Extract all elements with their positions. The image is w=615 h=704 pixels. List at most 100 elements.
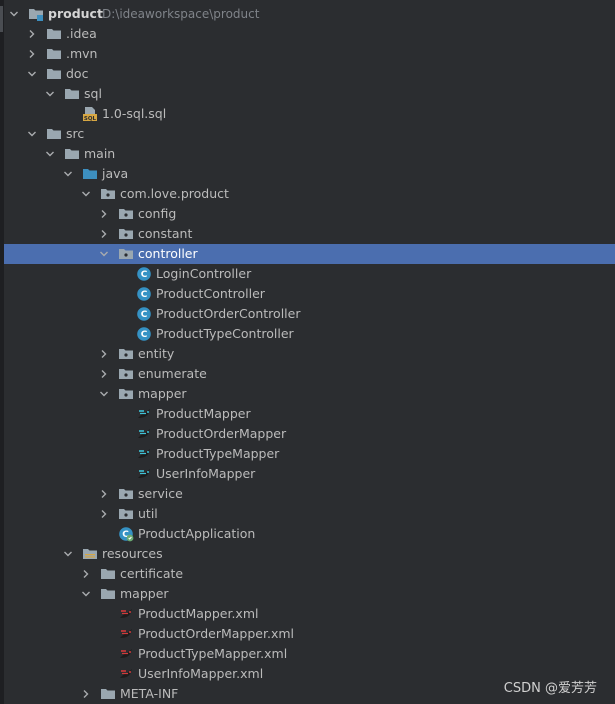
tree-row-userinfomapper[interactable]: UserInfoMapper — [4, 464, 615, 484]
tree-row-config[interactable]: config — [4, 204, 615, 224]
chevron-down-icon[interactable] — [44, 84, 56, 104]
folder-icon — [100, 564, 116, 584]
tree-item-label: META-INF — [120, 686, 179, 701]
folder-icon — [64, 144, 80, 164]
tree-item-label: UserInfoMapper.xml — [138, 666, 264, 681]
tree-row-java[interactable]: java — [4, 164, 615, 184]
tree-row-mvn[interactable]: .mvn — [4, 44, 615, 64]
mybatis-xml-icon — [118, 664, 134, 684]
chevron-right-icon[interactable] — [98, 484, 110, 504]
chevron-down-icon[interactable] — [80, 584, 92, 604]
sql-file-icon: SQL — [82, 104, 98, 124]
chevron-down-icon[interactable] — [26, 124, 38, 144]
tree-row-idea[interactable]: .idea — [4, 24, 615, 44]
tree-item-label: ProductController — [156, 286, 265, 301]
tree-row-com-love-product[interactable]: com.love.product — [4, 184, 615, 204]
tree-row-entity[interactable]: entity — [4, 344, 615, 364]
tree-item-label: mapper — [120, 586, 169, 601]
tree-item-label: ProductMapper — [156, 406, 251, 421]
chevron-down-icon[interactable] — [26, 64, 38, 84]
tree-row-sql[interactable]: sql — [4, 84, 615, 104]
tree-item-label: mapper — [138, 386, 187, 401]
resources-folder-icon — [82, 544, 98, 564]
tree-row-productordermapper-xml[interactable]: ProductOrderMapper.xml — [4, 624, 615, 644]
left-edge-bar — [0, 0, 4, 704]
tree-row-certificate[interactable]: certificate — [4, 564, 615, 584]
tree-item-label: config — [138, 206, 177, 221]
chevron-down-icon[interactable] — [8, 4, 20, 24]
tree-row-productmapper[interactable]: ProductMapper — [4, 404, 615, 424]
chevron-right-icon[interactable] — [98, 504, 110, 524]
chevron-down-icon[interactable] — [44, 144, 56, 164]
chevron-right-icon[interactable] — [80, 564, 92, 584]
tree-row-meta-inf[interactable]: META-INF — [4, 684, 615, 704]
package-icon — [118, 344, 134, 364]
java-class-icon: C — [136, 264, 152, 284]
chevron-right-icon[interactable] — [26, 44, 38, 64]
module-folder-icon — [28, 4, 44, 24]
mybatis-mapper-icon — [136, 444, 152, 464]
package-icon — [118, 244, 134, 264]
java-class-icon: C — [136, 324, 152, 344]
tree-row-doc[interactable]: doc — [4, 64, 615, 84]
svg-text:SQL: SQL — [84, 116, 97, 122]
tree-root-product[interactable]: product D:\ideaworkspace\product — [4, 4, 615, 24]
tree-item-label: 1.0-sql.sql — [102, 106, 167, 121]
chevron-right-icon[interactable] — [98, 344, 110, 364]
package-icon — [100, 184, 116, 204]
tree-item-label: main — [84, 146, 116, 161]
spring-boot-app-icon: C — [118, 524, 134, 544]
mybatis-mapper-icon — [136, 464, 152, 484]
tree-row-controller[interactable]: controller — [4, 244, 615, 264]
tree-row-userinfomapper-xml[interactable]: UserInfoMapper.xml — [4, 664, 615, 684]
tree-row-main[interactable]: main — [4, 144, 615, 164]
tree-row-mapper[interactable]: mapper — [4, 584, 615, 604]
chevron-down-icon[interactable] — [80, 184, 92, 204]
svg-text:C: C — [141, 270, 148, 280]
chevron-right-icon[interactable] — [98, 204, 110, 224]
tree-row-mapper[interactable]: mapper — [4, 384, 615, 404]
chevron-right-icon[interactable] — [80, 684, 92, 704]
package-icon — [118, 364, 134, 384]
tree-item-label: constant — [138, 226, 193, 241]
tree-row-src[interactable]: src — [4, 124, 615, 144]
tree-item-label: entity — [138, 346, 175, 361]
tree-row-util[interactable]: util — [4, 504, 615, 524]
tree-item-label: ProductTypeMapper.xml — [138, 646, 288, 661]
folder-icon — [64, 84, 80, 104]
mybatis-mapper-icon — [136, 404, 152, 424]
chevron-down-icon[interactable] — [62, 164, 74, 184]
mybatis-xml-icon — [118, 644, 134, 664]
tree-item-label: sql — [84, 86, 102, 101]
chevron-down-icon[interactable] — [98, 384, 110, 404]
tree-item-label: ProductOrderMapper.xml — [138, 626, 294, 641]
tree-item-label: java — [102, 166, 129, 181]
mybatis-mapper-icon — [136, 424, 152, 444]
tree-row-1-0-sql-sql[interactable]: SQL 1.0-sql.sql — [4, 104, 615, 124]
tree-row-constant[interactable]: constant — [4, 224, 615, 244]
chevron-down-icon[interactable] — [98, 244, 110, 264]
chevron-right-icon[interactable] — [98, 364, 110, 384]
project-tree[interactable]: product D:\ideaworkspace\product .idea.m… — [4, 4, 615, 704]
tree-item-label: service — [138, 486, 183, 501]
tree-item-label: doc — [66, 66, 89, 81]
chevron-right-icon[interactable] — [98, 224, 110, 244]
tree-item-label: ProductTypeController — [156, 326, 294, 341]
package-icon — [118, 204, 134, 224]
tree-row-resources[interactable]: resources — [4, 544, 615, 564]
chevron-right-icon[interactable] — [26, 24, 38, 44]
tree-row-producttypecontroller[interactable]: C ProductTypeController — [4, 324, 615, 344]
tree-row-producttypemapper-xml[interactable]: ProductTypeMapper.xml — [4, 644, 615, 664]
tree-row-service[interactable]: service — [4, 484, 615, 504]
chevron-down-icon[interactable] — [62, 544, 74, 564]
tree-row-enumerate[interactable]: enumerate — [4, 364, 615, 384]
package-icon — [118, 504, 134, 524]
tree-row-productordermapper[interactable]: ProductOrderMapper — [4, 424, 615, 444]
tree-row-producttypemapper[interactable]: ProductTypeMapper — [4, 444, 615, 464]
tree-row-productmapper-xml[interactable]: ProductMapper.xml — [4, 604, 615, 624]
